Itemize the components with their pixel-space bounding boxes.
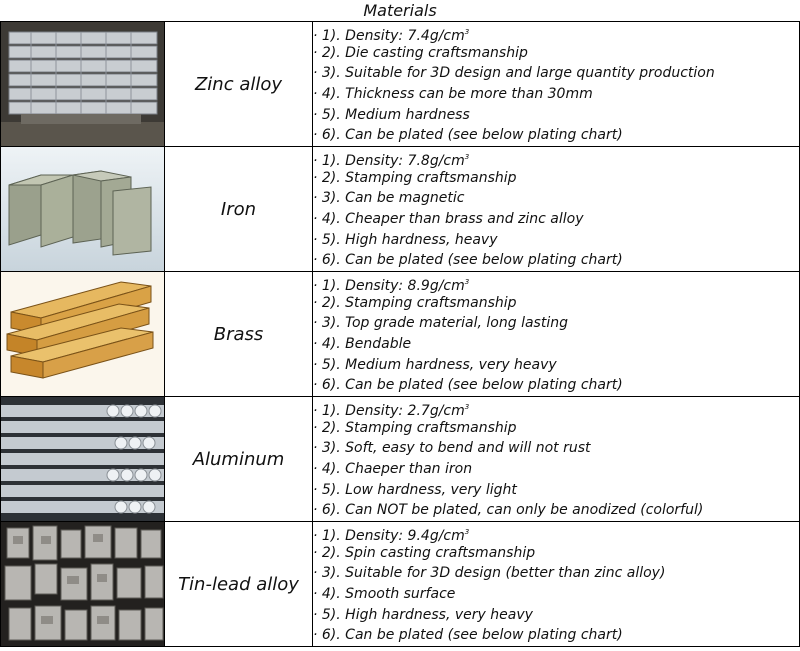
property-item: · 6). Can be plated (see below plating c…: [313, 627, 623, 644]
table-row: Zinc alloy · 1). Density: 7.4g/cm3 · 2).…: [0, 21, 800, 147]
property-item: · 4). Cheaper than brass and zinc alloy: [313, 211, 584, 227]
property-item: · 4). Smooth surface: [313, 586, 456, 602]
zinc-ingots-image: [1, 22, 164, 146]
material-properties: · 1). Density: 7.8g/cm3 · 2). Stamping c…: [312, 146, 800, 272]
property-item: · 3). Soft, easy to bend and will not ru…: [313, 440, 591, 457]
property-item: · 3). Suitable for 3D design (better tha…: [313, 565, 666, 582]
property-item: · 4). Thickness can be more than 30mm: [313, 86, 593, 102]
property-item: · 6). Can NOT be plated, can only be ano…: [313, 502, 704, 519]
material-properties: · 1). Density: 9.4g/cm3 · 2). Spin casti…: [312, 521, 800, 647]
material-properties: · 1). Density: 8.9g/cm3 · 2). Stamping c…: [312, 271, 800, 397]
property-item: · 4). Bendable: [313, 336, 412, 352]
page-title: Materials: [0, 0, 800, 22]
property-item: · 3). Top grade material, long lasting: [313, 315, 568, 332]
property-item: · 2). Spin casting craftsmanship: [313, 544, 536, 561]
property-item: · 6). Can be plated (see below plating c…: [313, 252, 623, 269]
property-item: · 5). Medium hardness: [313, 106, 470, 123]
property-item: · 5). Low hardness, very light: [313, 481, 517, 498]
property-item: · 1). Density: 2.7g/cm3: [313, 403, 470, 418]
table-row: Tin-lead alloy · 1). Density: 9.4g/cm3 ·…: [0, 521, 800, 647]
property-item: · 3). Can be magnetic: [313, 190, 465, 207]
table-row: Brass · 1). Density: 8.9g/cm3 · 2). Stam…: [0, 271, 800, 397]
material-name: Zinc alloy: [164, 21, 313, 147]
material-properties: · 1). Density: 2.7g/cm3 · 2). Stamping c…: [312, 396, 800, 522]
property-item: · 1). Density: 7.4g/cm3: [313, 28, 470, 43]
brass-bars-image: [1, 272, 164, 396]
materials-table: Zinc alloy · 1). Density: 7.4g/cm3 · 2).…: [0, 21, 800, 647]
material-name: Iron: [164, 146, 313, 272]
property-item: · 2). Stamping craftsmanship: [313, 169, 517, 186]
material-name: Brass: [164, 271, 313, 397]
property-item: · 6). Can be plated (see below plating c…: [313, 127, 623, 144]
property-item: · 4). Chaeper than iron: [313, 461, 473, 477]
table-row: Aluminum · 1). Density: 2.7g/cm3 · 2). S…: [0, 396, 800, 522]
property-item: · 2). Stamping craftsmanship: [313, 294, 517, 311]
property-item: · 5). Medium hardness, very heavy: [313, 356, 557, 373]
property-item: · 5). High hardness, heavy: [313, 231, 498, 248]
property-item: · 2). Die casting craftsmanship: [313, 44, 528, 61]
property-item: · 1). Density: 9.4g/cm3: [313, 528, 470, 543]
tin-lead-ingots-image: [1, 522, 164, 646]
property-item: · 5). High hardness, very heavy: [313, 606, 533, 623]
material-name: Tin-lead alloy: [164, 521, 313, 647]
property-item: · 1). Density: 8.9g/cm3: [313, 278, 470, 293]
property-item: · 1). Density: 7.8g/cm3: [313, 153, 470, 168]
material-name: Aluminum: [164, 396, 313, 522]
property-item: · 6). Can be plated (see below plating c…: [313, 377, 623, 394]
table-row: Iron · 1). Density: 7.8g/cm3 · 2). Stamp…: [0, 146, 800, 272]
property-item: · 3). Suitable for 3D design and large q…: [313, 65, 715, 82]
aluminum-rods-image: [1, 397, 164, 521]
iron-bars-image: [1, 147, 164, 271]
property-item: · 2). Stamping craftsmanship: [313, 419, 517, 436]
material-properties: · 1). Density: 7.4g/cm3 · 2). Die castin…: [312, 21, 800, 147]
